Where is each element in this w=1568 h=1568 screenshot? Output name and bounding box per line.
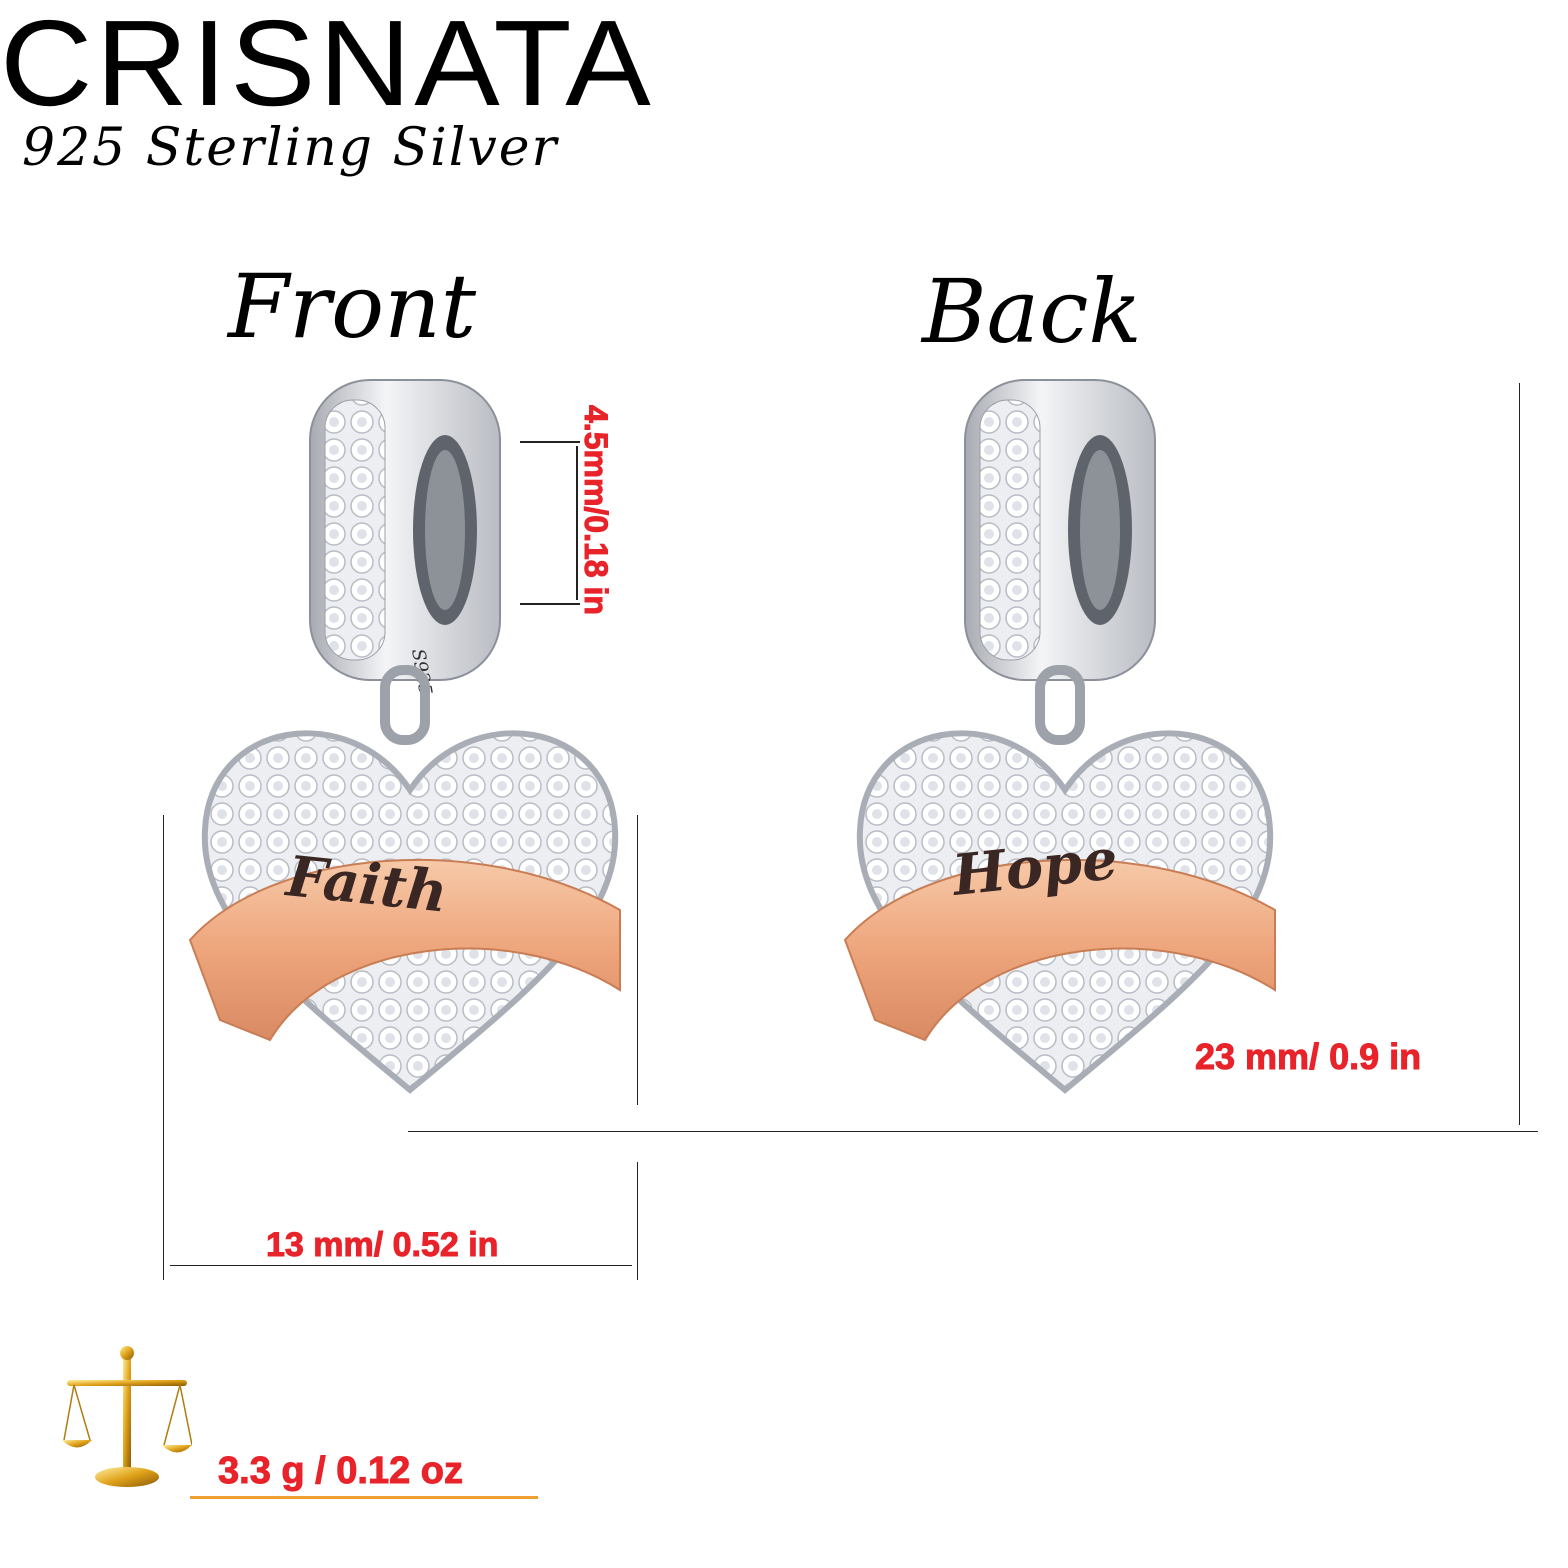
hole-dimension: 4.5mm/0.18 in — [578, 405, 615, 616]
width-dim-left-line — [163, 815, 164, 1280]
hole-dim-arrow — [576, 446, 578, 600]
front-jump-ring — [380, 665, 430, 745]
height-dim-arrow — [1519, 383, 1520, 1125]
width-dim-right-line-bottom — [637, 1162, 638, 1280]
width-dim-right-line-top — [637, 815, 638, 1105]
front-banner — [188, 858, 621, 1042]
front-label: Front — [228, 255, 477, 358]
back-jump-ring — [1035, 665, 1085, 745]
width-dimension: 13 mm/ 0.52 in — [265, 1226, 499, 1265]
back-label: Back — [922, 260, 1142, 363]
height-dimension: 23 mm/ 0.9 in — [1194, 1036, 1422, 1078]
balance-scale-icon — [62, 1346, 192, 1487]
weight-underline — [190, 1496, 538, 1499]
back-bail — [964, 379, 1156, 681]
hole-dim-top-line — [520, 441, 580, 443]
back-charm: Hope — [843, 379, 1276, 1094]
hole-dim-bottom-line — [520, 603, 580, 605]
back-banner — [843, 858, 1276, 1042]
brand-title: CRISNATA — [0, 0, 654, 131]
front-bail: S925 — [309, 379, 501, 697]
width-dim-arrow — [170, 1265, 632, 1266]
height-dim-base-line — [408, 1131, 1538, 1132]
front-charm: S925 Faith — [188, 379, 621, 1094]
weight-value: 3.3 g / 0.12 oz — [218, 1450, 464, 1493]
brand-subtitle: 925 Sterling Silver — [22, 118, 559, 178]
